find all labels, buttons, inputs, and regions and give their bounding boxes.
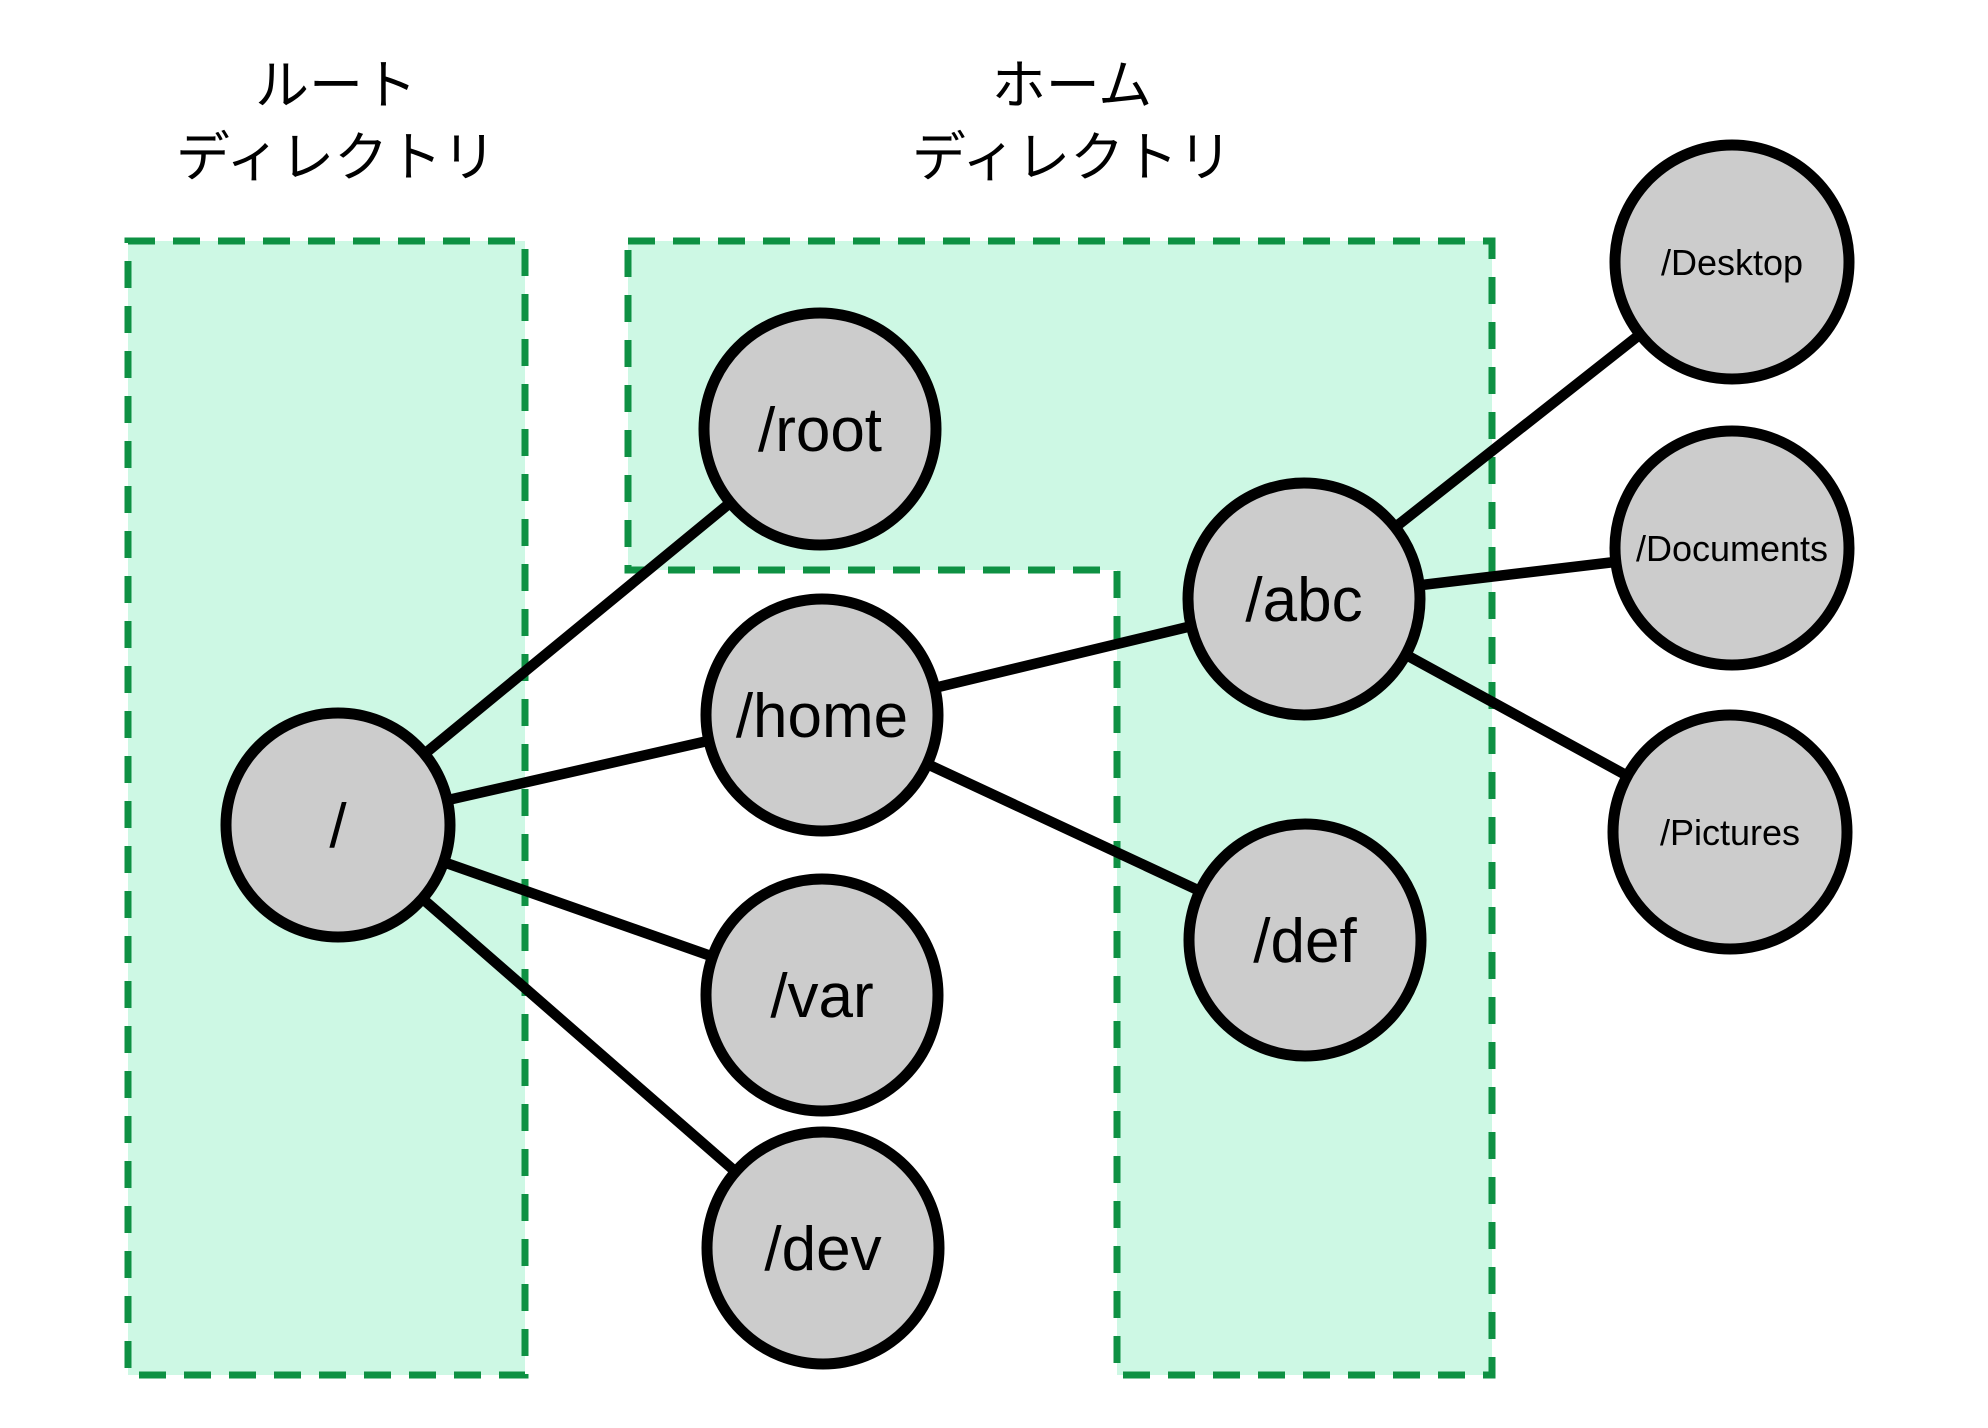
- node-desktop: /Desktop: [1609, 139, 1855, 385]
- node-dev-circle: [701, 1126, 945, 1370]
- node-pictures: /Pictures: [1607, 709, 1853, 955]
- node-home: /home: [700, 593, 944, 837]
- node-pictures-circle: [1607, 709, 1853, 955]
- root-directory-title-line2: ディレクトリ: [176, 128, 496, 188]
- node-pictures-label: /Pictures: [1660, 812, 1800, 853]
- node-root-label: /root: [758, 396, 882, 465]
- node-home-circle: [700, 593, 944, 837]
- node-documents-label: /Documents: [1636, 528, 1828, 569]
- home-directory-title-line2: ディレクトリ: [912, 128, 1232, 188]
- node-desktop-circle: [1609, 139, 1855, 385]
- node-dev-label: /dev: [764, 1215, 881, 1284]
- node-def-label: /def: [1253, 907, 1357, 976]
- node-root: /root: [698, 307, 942, 551]
- node-abc-label: /abc: [1245, 566, 1362, 635]
- node-var: /var: [700, 873, 944, 1117]
- node-abc: /abc: [1182, 477, 1426, 721]
- node-def-circle: [1183, 818, 1427, 1062]
- root-directory-title-line1: ルート: [255, 56, 417, 116]
- node-documents: /Documents: [1609, 425, 1855, 671]
- node-slash: /: [220, 707, 456, 943]
- node-desktop-label: /Desktop: [1661, 242, 1803, 283]
- region-titles: ルート ディレクトリ ホーム ディレクトリ: [176, 56, 1232, 188]
- node-def: /def: [1183, 818, 1427, 1062]
- node-var-label: /var: [770, 962, 873, 1031]
- node-abc-circle: [1182, 477, 1426, 721]
- node-home-label: /home: [736, 682, 908, 751]
- nodes: / /root /home /var /dev /abc /def: [220, 139, 1855, 1370]
- home-directory-title-line1: ホーム: [992, 56, 1152, 116]
- node-slash-circle: [220, 707, 456, 943]
- node-documents-circle: [1609, 425, 1855, 671]
- node-var-circle: [700, 873, 944, 1117]
- node-root-circle: [698, 307, 942, 551]
- node-slash-label: /: [329, 792, 347, 861]
- node-dev: /dev: [701, 1126, 945, 1370]
